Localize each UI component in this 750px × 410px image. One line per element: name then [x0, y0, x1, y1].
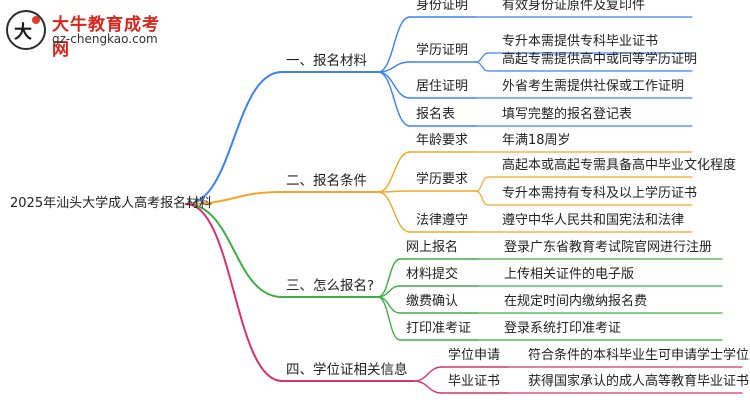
item-label: 报名表: [416, 107, 456, 122]
item-label: 毕业证书: [448, 374, 501, 389]
section-connector: [185, 191, 283, 205]
detail-connector: [475, 190, 489, 206]
item-label: 年龄要求: [416, 133, 469, 148]
detail-text: 有效身份证原件及复印件: [502, 0, 646, 13]
site-logo[interactable]: 大 大牛教育成考网 gz-chengkao.com: [6, 8, 171, 60]
item-label: 学历证明: [416, 43, 469, 58]
detail-text: 专升本需持有专科及以上学历证书: [502, 186, 698, 201]
item-connector: [377, 61, 411, 73]
logo-name: 大牛教育成考网: [52, 15, 160, 60]
item-label: 材料提交: [406, 267, 459, 282]
logo-url: gz-chengkao.com: [52, 32, 158, 46]
item-label: 身份证明: [416, 0, 469, 13]
section-connector: [185, 203, 283, 298]
item-connector: [377, 190, 411, 193]
item-connector: [413, 366, 443, 382]
item-label: 网上报名: [406, 240, 459, 255]
item-connector: [377, 16, 411, 73]
item-connector: [377, 151, 411, 193]
detail-connector: [475, 61, 489, 72]
section-title: 三、怎么报名?: [286, 278, 375, 294]
detail-text: 高起本或高起专需具备高中毕业文化程度: [502, 158, 737, 173]
detail-text: 年满18周岁: [502, 133, 571, 148]
item-connector: [413, 380, 443, 394]
detail-connector: [475, 176, 489, 192]
section-title: 四、学位证相关信息: [286, 362, 408, 378]
detail-text: 登录系统打印准考证: [504, 321, 622, 336]
item-label: 法律遵守: [416, 213, 469, 228]
detail-text: 登录广东省教育考试院官网进行注册: [504, 240, 713, 255]
detail-text: 上传相关证件的电子版: [504, 267, 635, 282]
item-connector: [377, 258, 401, 298]
item-label: 打印准考证: [406, 321, 472, 336]
item-connector: [377, 191, 411, 233]
section-title: 二、报名条件: [286, 173, 367, 189]
detail-text: 专升本需提供专科毕业证书: [502, 34, 659, 49]
detail-text: 高起专需提供高中或同等学历证明: [502, 52, 698, 67]
detail-text: 符合条件的本科毕业生可申请学士学位: [528, 348, 750, 363]
item-label: 居住证明: [416, 79, 469, 94]
item-label: 学位申请: [448, 348, 501, 363]
item-label: 缴费确认: [406, 294, 459, 309]
logo-emblem-icon: 大: [6, 10, 46, 50]
detail-text: 获得国家承认的成人高等教育毕业证书: [528, 374, 750, 389]
section-connector: [185, 71, 283, 205]
item-connector: [377, 71, 411, 127]
item-label: 学历要求: [416, 172, 469, 187]
detail-connector: [475, 52, 489, 63]
detail-text: 在规定时间内缴纳报名费: [504, 294, 648, 309]
item-connector: [377, 71, 411, 99]
root-topic: 2025年汕头大学成人高考报名材料: [10, 196, 213, 211]
section-connector: [185, 203, 283, 382]
section-title: 一、报名材料: [286, 53, 367, 69]
detail-text: 外省考生需提供社保或工作证明: [502, 79, 685, 94]
detail-text: 填写完整的报名登记表: [502, 107, 633, 122]
detail-text: 遵守中华人民共和国宪法和法律: [502, 213, 685, 228]
item-connector: [377, 296, 401, 341]
